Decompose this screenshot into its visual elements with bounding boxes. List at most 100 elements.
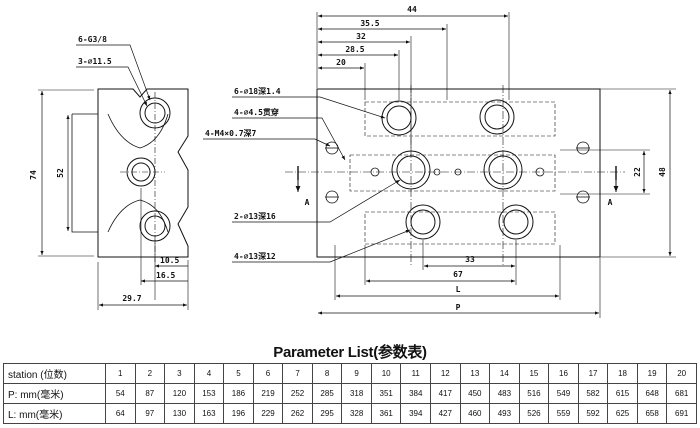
table-cell: 615 xyxy=(607,383,638,404)
table-cell: 15 xyxy=(518,363,550,384)
port-bot-2 xyxy=(498,204,534,240)
table-cell: 549 xyxy=(548,383,579,404)
table-cell: 18 xyxy=(607,363,638,384)
dim-L: L xyxy=(456,285,461,294)
callout-counterbore: 3-⌀11.5 xyxy=(78,57,112,66)
port-mid-1 xyxy=(391,150,431,190)
callout-c4: 2-⌀13深16 xyxy=(234,211,276,221)
table-cell: 450 xyxy=(459,383,491,404)
table-cell: 13 xyxy=(459,363,491,384)
table-cell: 592 xyxy=(577,403,609,424)
table-cell: 153 xyxy=(193,383,225,404)
table-cell: 691 xyxy=(666,403,697,424)
table-cell: 417 xyxy=(430,383,461,404)
table-cell: 648 xyxy=(636,383,668,404)
dim-33: 33 xyxy=(465,255,475,264)
table-cell: 681 xyxy=(666,383,697,404)
table-cell: 10 xyxy=(370,363,402,384)
row-label: L: mm(毫米) xyxy=(3,403,106,424)
table-cell: 64 xyxy=(105,403,136,424)
left-profile-cutout xyxy=(71,113,169,233)
technical-drawing: 6-G3/8 3-⌀11.5 74 52 10.5 16.5 29.7 xyxy=(29,5,676,318)
parameter-list-title: Parameter List(参数表) xyxy=(273,344,427,361)
mounting-holes xyxy=(325,141,590,204)
table-cell: 318 xyxy=(341,383,372,404)
table-cell: 559 xyxy=(548,403,579,424)
callout-thread: 6-G3/8 xyxy=(78,35,107,44)
table-cell: 625 xyxy=(607,403,638,424)
table-cell: 394 xyxy=(400,403,432,424)
table-cell: 87 xyxy=(134,383,166,404)
table-cell: 16 xyxy=(548,363,579,384)
table-cell: 54 xyxy=(105,383,136,404)
table-cell: 252 xyxy=(282,383,313,404)
callout-c5: 4-⌀13深12 xyxy=(234,251,276,261)
table-cell: 196 xyxy=(223,403,254,424)
dim-width: 29.7 xyxy=(122,294,141,303)
callout-c3: 4-M4×0.7深7 xyxy=(205,128,257,138)
table-cell: 8 xyxy=(311,363,343,384)
table-cell: 19 xyxy=(636,363,668,384)
left-body-outline xyxy=(97,88,189,258)
dim-22: 22 xyxy=(633,167,642,177)
table-cell: 120 xyxy=(164,383,195,404)
row-label: station (位数) xyxy=(3,363,106,384)
table-cell: 9 xyxy=(341,363,372,384)
dim-height-outer: 74 xyxy=(29,170,38,180)
dim-44: 44 xyxy=(407,5,417,14)
table-cell: 1 xyxy=(105,363,136,384)
dim-35-5: 35.5 xyxy=(360,19,379,28)
table-cell: 460 xyxy=(459,403,491,424)
port-top-2 xyxy=(479,99,515,135)
dim-28-5: 28.5 xyxy=(345,45,364,54)
table-cell: 3 xyxy=(164,363,195,384)
section-mark-right: A xyxy=(608,198,613,207)
table-cell: 582 xyxy=(577,383,609,404)
table-cell: 516 xyxy=(518,383,550,404)
dim-P: P xyxy=(456,303,461,312)
dim-10-5: 10.5 xyxy=(160,256,179,265)
dim-67: 67 xyxy=(453,270,463,279)
table-cell: 328 xyxy=(341,403,372,424)
table-cell: 483 xyxy=(489,383,520,404)
table-cell: 229 xyxy=(252,403,284,424)
table-cell: 658 xyxy=(636,403,668,424)
table-cell: 285 xyxy=(311,383,343,404)
port-mid-2 xyxy=(483,150,523,190)
table-cell: 12 xyxy=(430,363,461,384)
table-cell: 262 xyxy=(282,403,313,424)
left-port-top xyxy=(139,97,171,129)
table-cell: 5 xyxy=(223,363,254,384)
table-cell: 7 xyxy=(282,363,313,384)
table-cell: 6 xyxy=(252,363,284,384)
table-cell: 17 xyxy=(577,363,609,384)
table-cell: 4 xyxy=(193,363,225,384)
table-cell: 493 xyxy=(489,403,520,424)
table-cell: 295 xyxy=(311,403,343,424)
top-body-outline xyxy=(316,88,601,258)
table-cell: 526 xyxy=(518,403,550,424)
hidden-passages xyxy=(349,101,556,245)
dim-48: 48 xyxy=(658,167,667,177)
table-cell: 361 xyxy=(370,403,402,424)
row-label: P: mm(毫米) xyxy=(3,383,106,404)
port-bot-1 xyxy=(405,204,441,240)
left-side-view xyxy=(38,44,189,310)
section-mark-left: A xyxy=(305,198,310,207)
table-cell: 11 xyxy=(400,363,432,384)
top-view xyxy=(203,12,676,318)
table-cell: 97 xyxy=(134,403,166,424)
callout-c1: 6-⌀18深1.4 xyxy=(234,86,281,96)
table-cell: 384 xyxy=(400,383,432,404)
callout-c2: 4-⌀4.5贯穿 xyxy=(234,107,279,117)
table-cell: 351 xyxy=(370,383,402,404)
table-cell: 186 xyxy=(223,383,254,404)
dim-32: 32 xyxy=(356,32,366,41)
table-cell: 427 xyxy=(430,403,461,424)
dim-16-5: 16.5 xyxy=(156,271,175,280)
table-cell: 14 xyxy=(489,363,520,384)
